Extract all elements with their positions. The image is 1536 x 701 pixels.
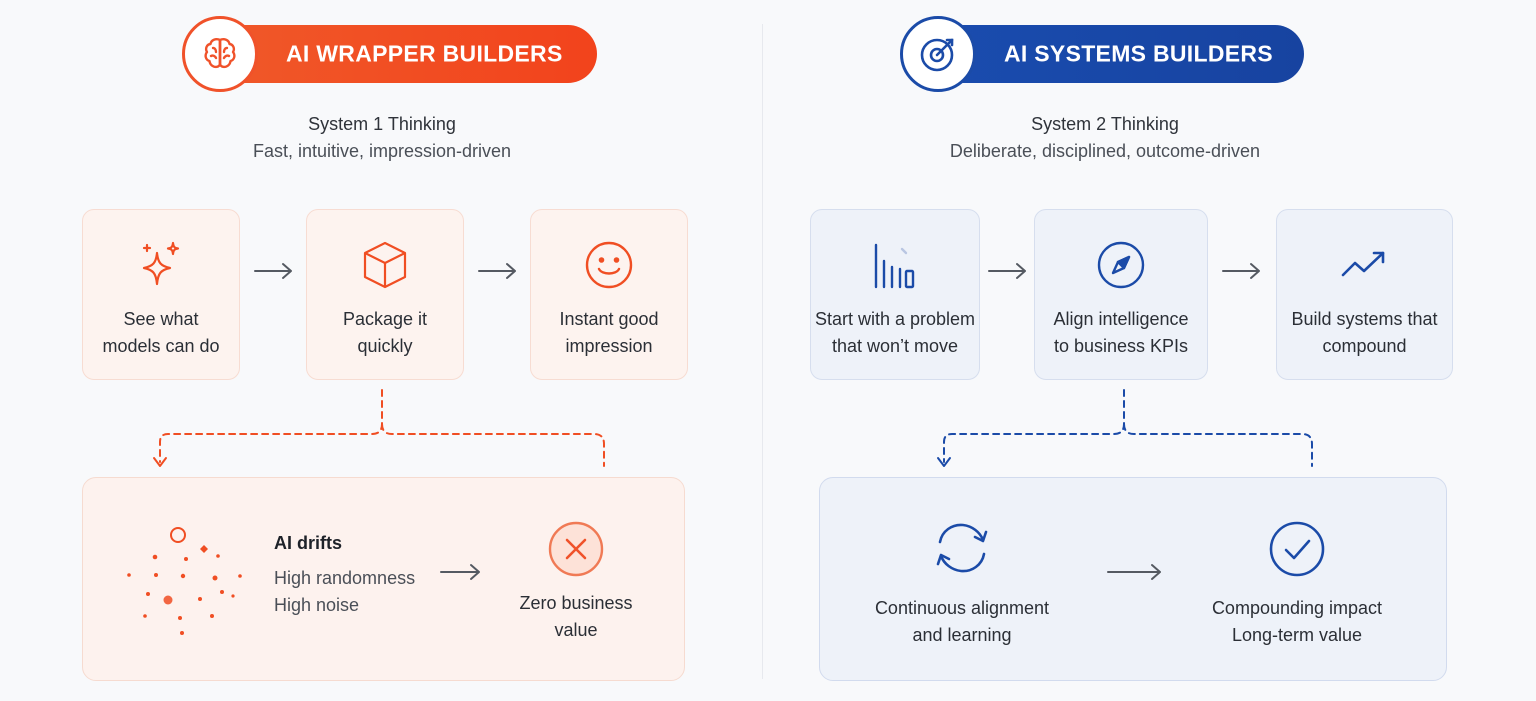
right-step-1-label: Start with a problem that won’t move [815,306,975,360]
box-icon [360,238,410,292]
left-step-1-line1: See what [123,309,199,329]
left-step-card-1: See what models can do [82,209,240,380]
brain-icon [182,16,258,92]
right-outcome-right-line-2: Long-term value [1231,625,1363,645]
left-drift-line-2: High noise [274,595,360,615]
left-result-line-2: value [554,620,598,640]
arrow-right-icon [440,564,480,580]
left-step-card-2: Package it quickly [306,209,464,380]
left-step-3-label: Instant good impression [559,306,658,360]
left-result-line-1: Zero business [519,593,633,613]
right-step-card-2: Align intelligence to business KPIs [1034,209,1208,380]
left-title: AI WRAPPER BUILDERS [286,40,563,67]
compass-icon [1095,238,1147,292]
right-outcome-box [819,477,1447,681]
scatter-noise-icon [127,527,242,635]
right-title: AI SYSTEMS BUILDERS [1004,40,1273,67]
left-drift-line-1: High randomness [274,568,416,588]
right-subtitle-heading: System 2 Thinking [1031,114,1179,134]
right-outcome-left-line-2: and learning [912,625,1012,645]
trend-up-icon [1339,238,1391,292]
right-step-3-line2: compound [1322,336,1407,356]
refresh-cycle-icon [936,523,988,573]
left-step-2-line1: Package it [342,309,428,329]
right-step-3-label: Build systems that compound [1291,306,1437,360]
right-branch-connector [937,389,1313,467]
right-outcome-left-line-1: Continuous alignment [874,598,1050,618]
right-subtitle-description: Deliberate, disciplined, outcome-driven [949,141,1261,161]
center-divider [762,24,763,679]
left-subtitle: System 1 Thinking Fast, intuitive, impre… [182,111,582,165]
left-subtitle-heading: System 1 Thinking [308,114,456,134]
arrow-right-icon [1107,564,1161,580]
right-subtitle: System 2 Thinking Deliberate, discipline… [905,111,1305,165]
arrow-right-icon [1222,263,1260,279]
right-outcome-right-line-1: Compounding impact [1211,598,1383,618]
check-circle-icon [1269,521,1325,577]
right-step-1-line1: Start with a problem [814,309,976,329]
right-outcome-left-label: Continuous alignment and learning [862,595,1062,649]
bar-chart-icon [870,238,920,292]
left-step-2-label: Package it quickly [343,306,427,360]
left-step-2-line2: quickly [357,336,413,356]
right-step-2-label: Align intelligence to business KPIs [1053,306,1188,360]
right-step-3-line1: Build systems that [1291,309,1438,329]
smiley-icon [583,238,635,292]
right-step-card-3: Build systems that compound [1276,209,1453,380]
right-step-1-line2: that won’t move [831,336,959,356]
target-icon [900,16,976,92]
arrow-right-icon [988,263,1026,279]
x-circle-icon [548,521,604,577]
right-step-card-1: Start with a problem that won’t move [810,209,980,380]
left-step-card-3: Instant good impression [530,209,688,380]
left-branch-connector [153,389,605,467]
left-step-1-line2: models can do [102,336,220,356]
left-step-1-label: See what models can do [102,306,219,360]
left-subtitle-description: Fast, intuitive, impression-driven [252,141,512,161]
left-step-3-line1: Instant good [559,309,659,329]
right-step-2-line1: Align intelligence [1053,309,1189,329]
arrow-right-icon [254,263,292,279]
left-drift-heading: AI drifts [274,533,343,553]
sparkle-icon [137,238,185,292]
left-step-3-line2: impression [565,336,653,356]
left-drift-text: AI drifts High randomness High noise [274,530,415,619]
right-outcome-right-label: Compounding impact Long-term value [1197,595,1397,649]
right-step-2-line2: to business KPIs [1053,336,1189,356]
left-result-label: Zero business value [496,590,656,644]
arrow-right-icon [478,263,516,279]
left-outcome-box [82,477,685,681]
